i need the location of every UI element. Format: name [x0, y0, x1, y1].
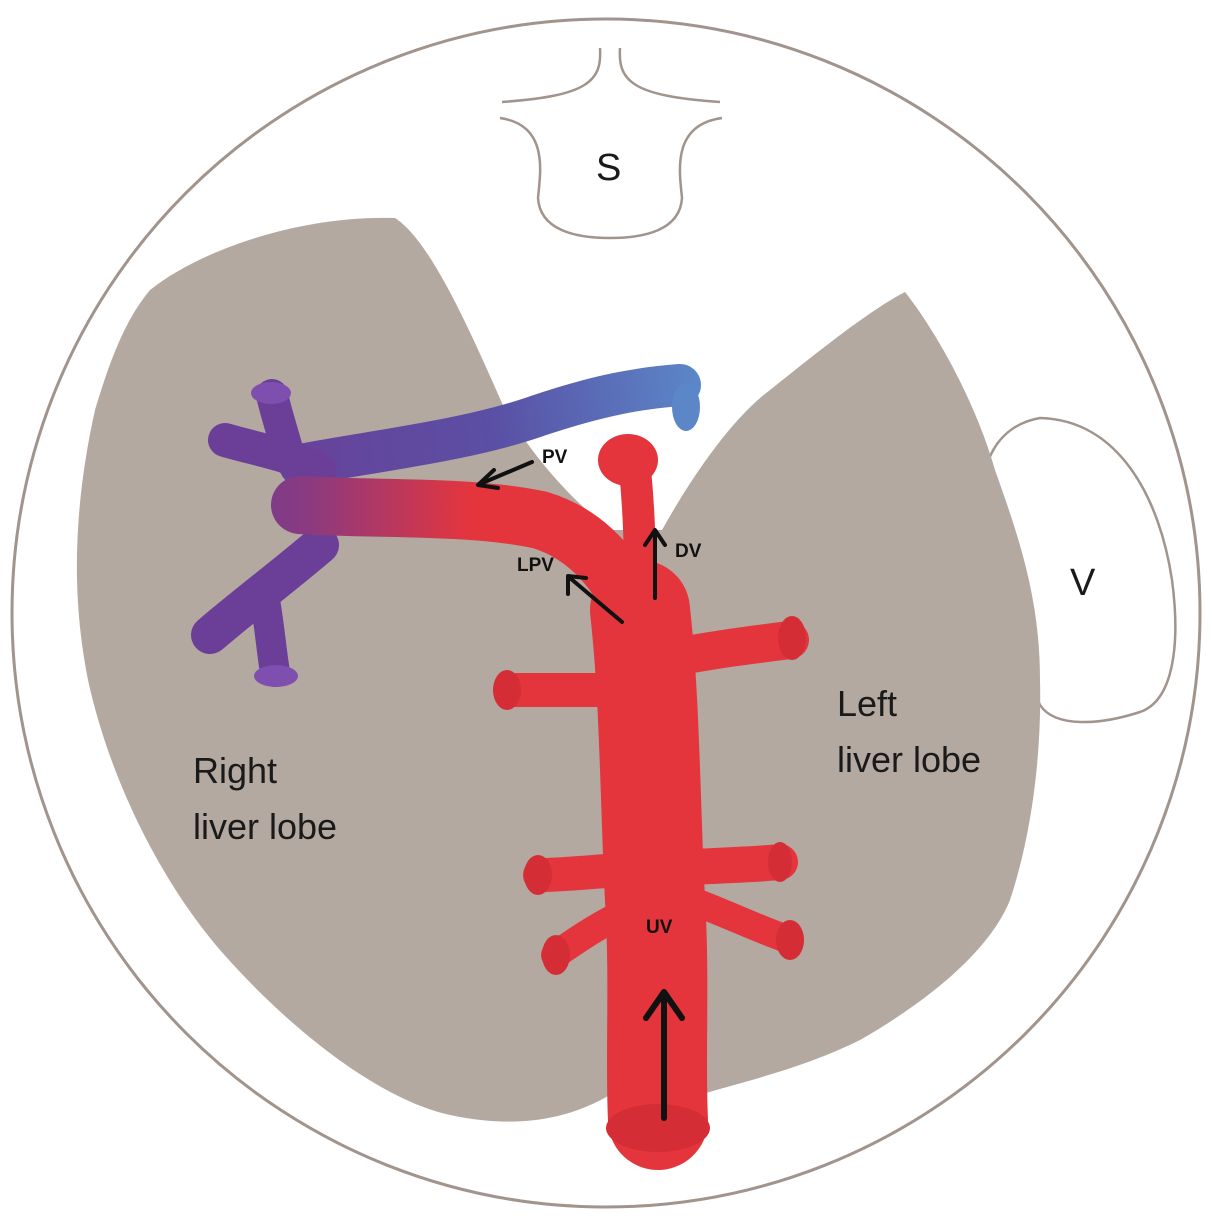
uv-arrow-icon — [643, 989, 685, 1121]
spine-outline — [499, 47, 723, 240]
dv-arrow-icon — [643, 528, 667, 600]
lpv-arrow-icon — [566, 574, 624, 624]
uv-label: UV — [646, 917, 673, 938]
left-lobe-label-line2: liver lobe — [837, 739, 981, 780]
right-lobe-label-line1: Right — [193, 750, 277, 791]
pv-label: PV — [542, 447, 568, 468]
stomach-label: V — [1070, 562, 1096, 604]
ductus-venosus-end — [598, 434, 658, 486]
umbilical-vein — [590, 560, 708, 1170]
left-lobe-label-line1: Left — [837, 683, 897, 724]
umbilical-side-branches — [493, 616, 809, 975]
flow-arrows — [476, 460, 685, 1121]
portal-vein — [279, 364, 701, 486]
umbilical-vein-end — [606, 1104, 710, 1152]
right-lobe-label-line2: liver lobe — [193, 806, 337, 847]
right-portal-branches — [191, 379, 339, 687]
portal-vein-end — [672, 383, 700, 431]
spine-label: S — [596, 147, 621, 189]
lpv-label: LPV — [517, 555, 554, 576]
dv-label: DV — [675, 541, 702, 562]
pv-arrow-icon — [476, 460, 534, 490]
